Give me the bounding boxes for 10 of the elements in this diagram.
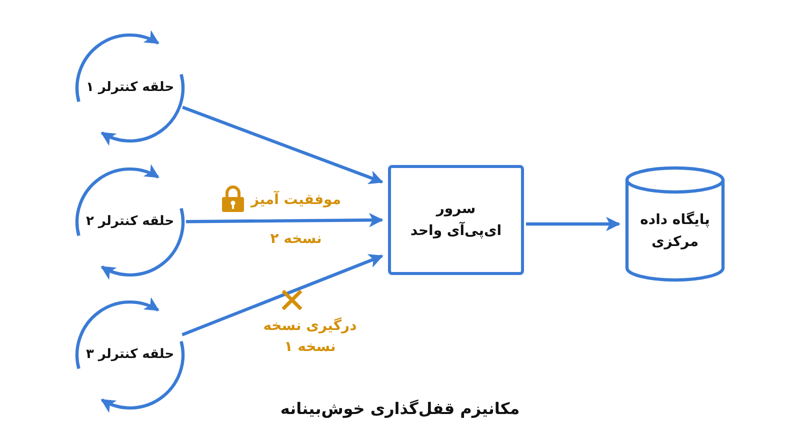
server-box: سرور ای‌پی‌آی واحد	[388, 165, 524, 275]
arrow	[182, 254, 384, 336]
edge-label: درگیری نسخه نسخه ۱	[262, 316, 358, 357]
arrow	[526, 216, 620, 232]
caption: مکانیزم قفل‌گذاری خوش‌بینانه	[279, 398, 521, 419]
version-label: نسخه ۲	[269, 230, 323, 249]
edge-label: موفقیت آمیز	[249, 190, 342, 210]
arrow	[186, 212, 384, 228]
database-cylinder: پایگاه داده مرکزی	[625, 168, 725, 280]
arrow	[182, 106, 384, 184]
